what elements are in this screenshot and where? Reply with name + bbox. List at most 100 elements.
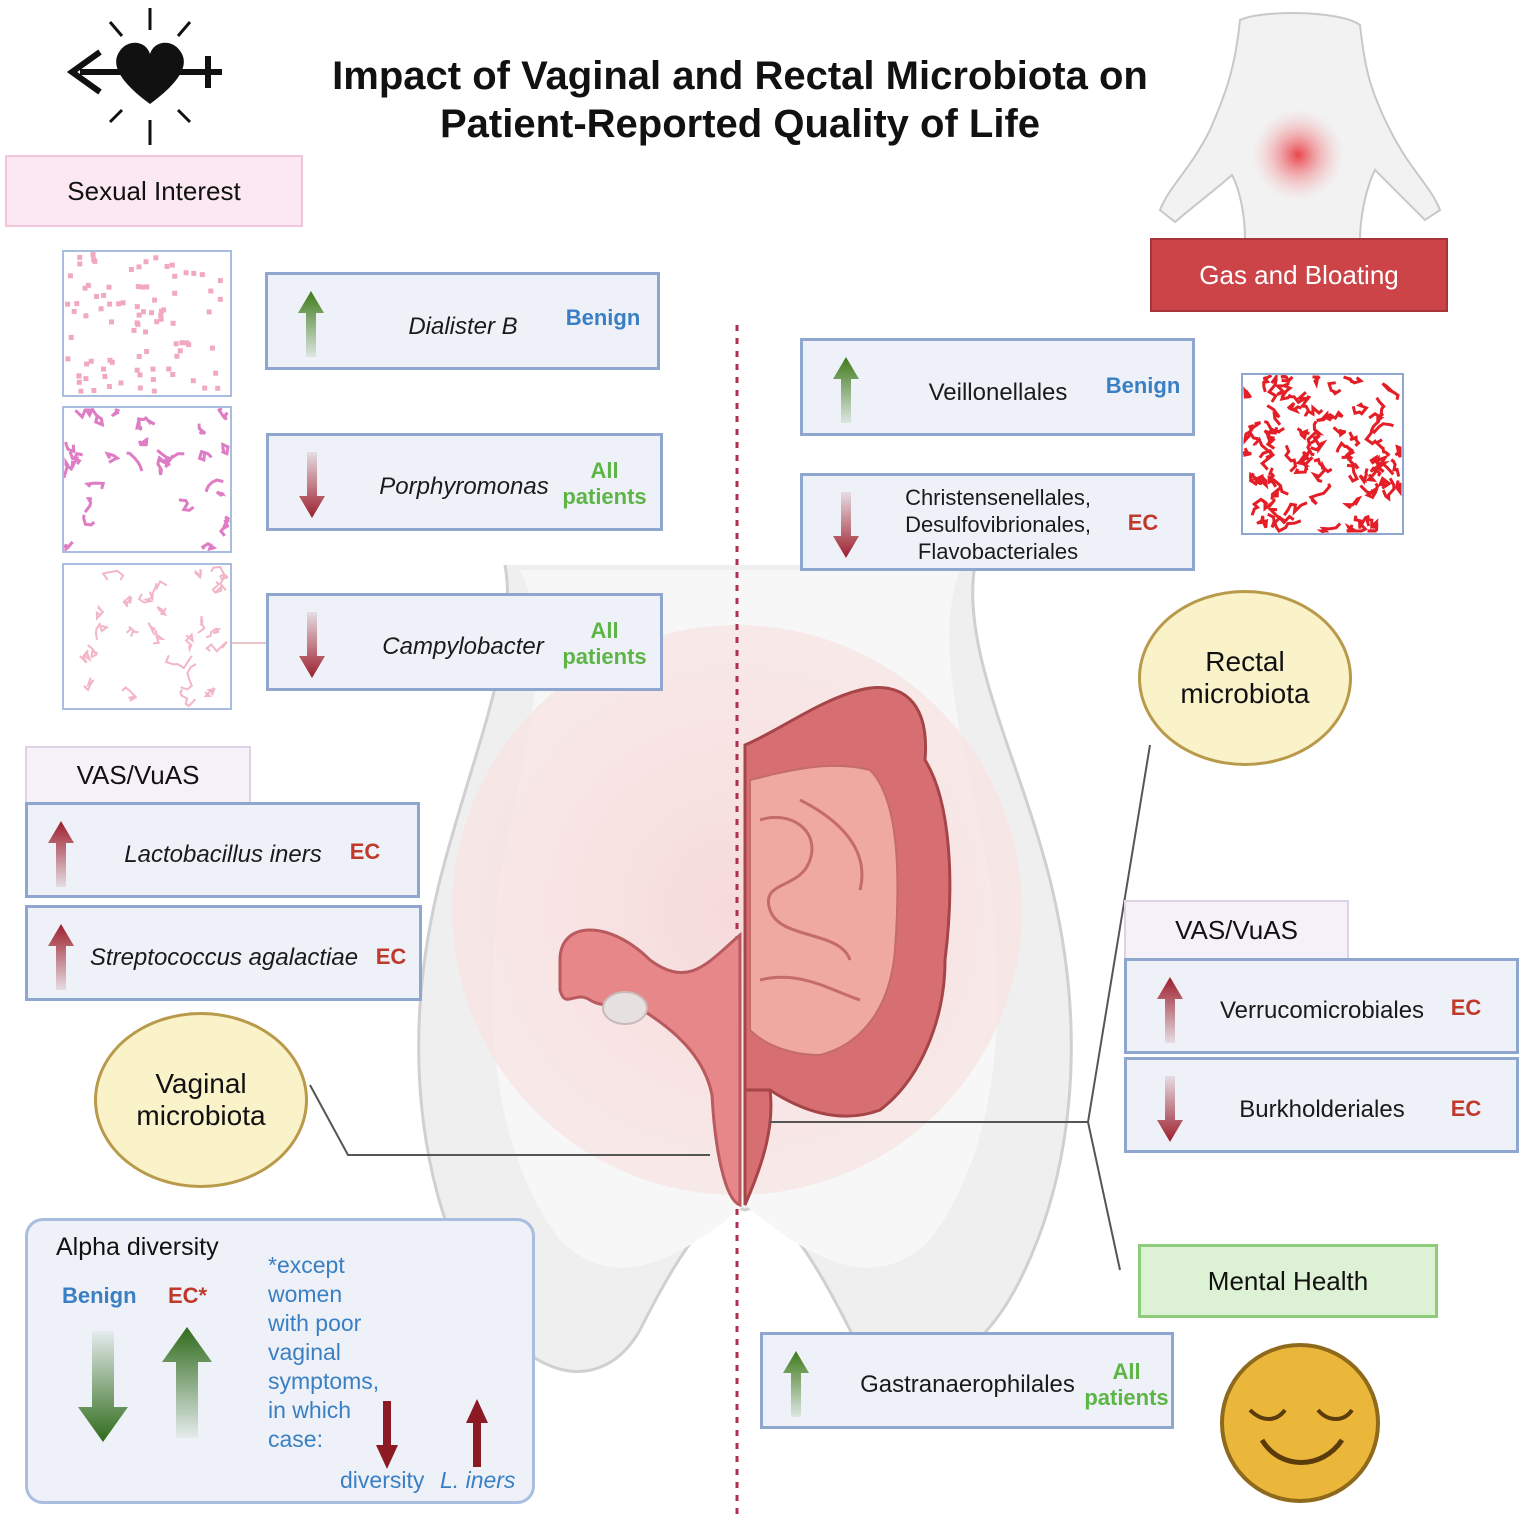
bacterium-chain [1364,419,1381,446]
taxon-line1: Christensenellales, [905,485,1091,510]
bacterium-chain [122,595,133,608]
bacterium-chain [179,689,197,708]
bacterium-dot [153,255,159,261]
bacterium-chain [1280,375,1294,384]
arrow-up-small-icon [466,1399,488,1467]
bacterium-chain [1250,497,1269,516]
group-label: Benign [565,305,641,330]
bacterium-chain [1316,410,1335,422]
bacterium-dot [109,319,114,325]
bacterium-chain [90,408,105,428]
bacterium-dot [174,353,180,359]
bacterium-chain [1371,422,1394,435]
gas-and-bloating-label: Gas and Bloating [1150,238,1448,312]
note-line: symptoms, [268,1368,380,1394]
bacterium-dot [141,309,146,315]
bacterium-chain [1270,485,1283,500]
bacterium-dot [144,349,150,354]
bacterium-chain [1266,375,1278,403]
bacterium-chain [1377,476,1392,490]
bacterium-chain [147,622,158,636]
bacterium-chain [180,663,197,691]
rectal-line2: microbiota [1180,678,1310,709]
alpha-diversity-panel: Alpha diversity Benign EC* *except women… [25,1218,535,1504]
arrow-down-icon [833,492,859,558]
bacterium-chain [205,640,228,653]
bacterium-chain [164,654,193,670]
bacterium-dot [184,340,190,346]
bacterium-chain [1364,517,1379,530]
bacterium-chain [197,449,213,462]
bacterium-dot [172,273,178,279]
bacterium-dot [134,304,140,310]
bacterium-dot [183,270,189,276]
arrow-down-big-icon [78,1331,128,1442]
bacterium-chain [1286,402,1302,415]
bacterium-chain [153,630,166,645]
bacterium-dot [190,378,196,384]
vaginal-microbiota-oval: Vaginal microbiota [94,1012,308,1188]
bacterium-chain [156,606,168,617]
arrow-up-icon [833,357,859,423]
note-line: women [268,1281,343,1307]
bacterium-dot [102,374,108,379]
bacterium-chain [137,591,155,604]
bacterium-dot [143,259,149,265]
bacterium-chain [215,490,227,498]
bacterium-dot [82,285,88,291]
taxon-label: Verrucomicrobiales [1219,997,1425,1024]
bacterium-chain [1332,426,1347,438]
finding-porphyromonas: Porphyromonas All patients [266,433,663,531]
bacterium-dot [134,320,140,326]
bacterium-chain [1268,467,1278,488]
bacterium-dot [172,290,178,296]
group-label: Benign [1105,373,1181,398]
bacterium-dot [77,254,83,260]
bacterium-dot [88,358,94,364]
bacterium-dot [107,357,113,363]
bacterium-dot [85,282,91,288]
bacterium-chain [121,686,138,702]
group-label-line2: patients [1084,1385,1169,1410]
taxon-line2: Desulfovibrionales, [905,512,1091,537]
bacterium-chain [1296,427,1310,441]
bacterium-dot [83,313,89,319]
arrow-down-icon [299,612,325,678]
bacterium-dot [90,252,96,258]
bacteria-thumbnail-dialister [62,250,232,397]
finding-dialister: Dialister B Benign [265,272,660,370]
bacterium-dot [177,348,183,354]
bacterium-chain [125,625,139,638]
bacterium-dot [150,366,156,372]
bacterium-chain [1247,420,1261,433]
bacterium-dot [173,341,179,347]
group-label-line1: All [590,618,619,643]
bacterium-chain [1344,522,1357,533]
bacterium-dot [106,284,112,290]
bacterium-chain [70,452,84,465]
alpha-diversity-note: *except women with poor vaginal symptoms… [268,1251,379,1454]
bacterium-chain [1351,402,1369,416]
bacterium-chain [1381,382,1400,401]
bacterium-dot [139,284,145,290]
smiley-face-icon [1220,1343,1380,1503]
bacterium-chain [1358,468,1369,485]
bacterium-chain [221,442,230,456]
bacterium-dot [202,385,208,391]
bacterium-dot [179,340,185,346]
group-label: EC [1127,510,1159,535]
bacterium-dot [131,327,137,333]
diversity-label: diversity [340,1467,425,1493]
bacterium-chain [1273,381,1290,396]
bacterium-chain [217,408,229,421]
arrow-down-icon [299,452,325,518]
bacteria-thumbnail-veillonellales [1241,373,1404,535]
bacterium-chain [1267,475,1289,496]
finding-christensenellales: Christensenellales, Desulfovibrionales, … [800,473,1195,571]
bacterium-dot [170,320,176,326]
arrow-down-icon [1157,1076,1183,1142]
bacterium-chain [1252,436,1276,460]
bacterium-dot [136,354,142,359]
bacterium-chain [1243,386,1252,399]
bacterium-dot [136,312,142,318]
